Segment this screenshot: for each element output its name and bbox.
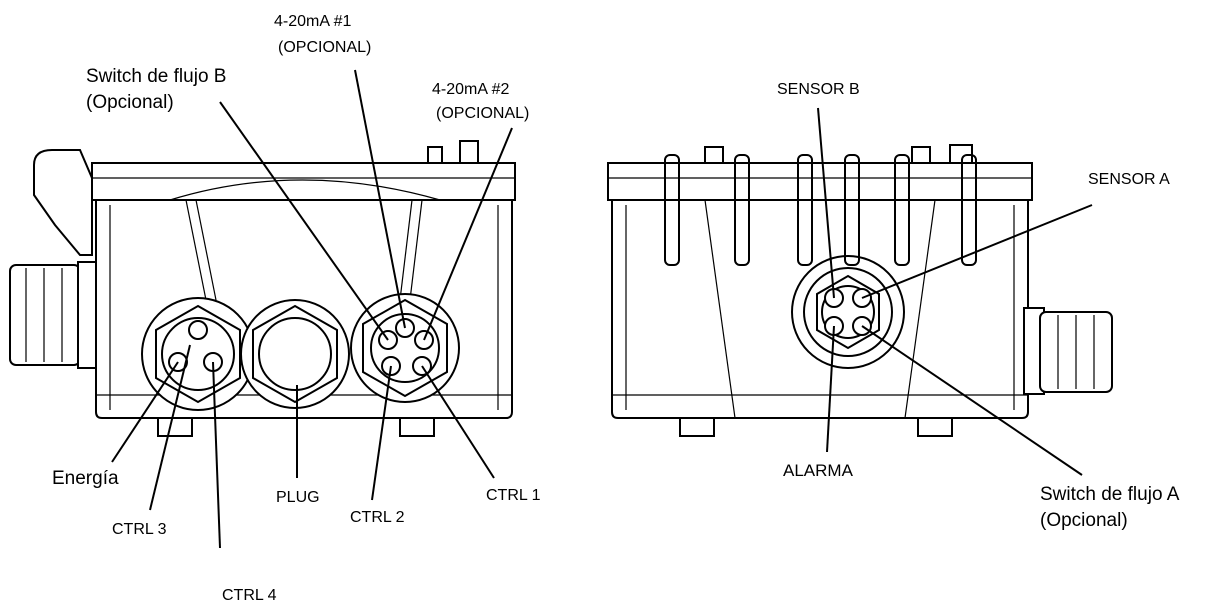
label-ctrl4: CTRL 4 — [222, 587, 277, 604]
label-switch-b-line2: (Opcional) — [86, 92, 174, 113]
leader-ctrl3 — [149, 344, 191, 511]
left-foot-2 — [399, 417, 435, 437]
left-foot-1 — [157, 417, 193, 437]
leader-switch-b — [219, 101, 389, 341]
latch-2 — [734, 154, 750, 266]
left-top-clip-2 — [459, 140, 479, 164]
connector-plug — [240, 299, 350, 409]
label-energia: Energía — [52, 468, 119, 489]
pin-top — [188, 320, 208, 340]
leader-energia — [111, 361, 179, 463]
labels: 4-20mA #1 (OPCIONAL) 4-20mA #2 (OPCIONAL… — [52, 13, 1180, 604]
right-foot-1 — [679, 417, 715, 437]
right-foot-2 — [917, 417, 953, 437]
label-sensor-a: SENSOR A — [1088, 171, 1170, 188]
left-lid — [91, 162, 516, 201]
right-lid — [607, 162, 1033, 201]
right-enclosure — [607, 144, 1113, 437]
leader-ctrl1 — [421, 365, 495, 479]
left-body — [95, 199, 513, 419]
leader-alarma — [826, 325, 835, 453]
label-ctrl2: CTRL 2 — [350, 509, 405, 526]
leader-sensor-b — [817, 107, 835, 299]
label-ctrl3: CTRL 3 — [112, 521, 167, 538]
label-ma2-line2: (OPCIONAL) — [436, 105, 529, 122]
label-ma1-line1: 4-20mA #1 — [274, 13, 351, 30]
leader-sensor-a — [861, 204, 1093, 299]
leader-ma2 — [423, 127, 513, 341]
leader-lines — [111, 69, 1093, 549]
latch-5 — [894, 154, 910, 266]
left-side-gland — [9, 264, 81, 366]
leader-ctrl4 — [212, 361, 221, 549]
label-switch-a-line1: Switch de flujo A — [1040, 484, 1180, 505]
latch-1 — [664, 154, 680, 266]
leader-switch-a — [861, 325, 1083, 476]
latch-6 — [961, 154, 977, 266]
left-bracket — [33, 149, 93, 256]
label-ctrl1: CTRL 1 — [486, 487, 541, 504]
left-gland-nut — [77, 261, 97, 369]
right-body — [611, 199, 1029, 419]
connector-sensor — [791, 255, 905, 369]
label-plug: PLUG — [276, 489, 320, 506]
label-switch-b-line1: Switch de flujo B — [86, 66, 226, 87]
label-ma2-line1: 4-20mA #2 — [432, 81, 509, 98]
leader-ma1 — [354, 69, 406, 329]
latch-4 — [844, 154, 860, 266]
leader-ctrl2 — [371, 365, 392, 501]
label-switch-a-line2: (Opcional) — [1040, 510, 1128, 531]
label-sensor-b: SENSOR B — [777, 81, 860, 98]
latch-3 — [797, 154, 813, 266]
label-ma1-line2: (OPCIONAL) — [278, 39, 371, 56]
label-alarma: ALARMA — [783, 461, 854, 480]
connector-3pin — [141, 297, 255, 411]
left-top-clip-1 — [427, 146, 443, 164]
